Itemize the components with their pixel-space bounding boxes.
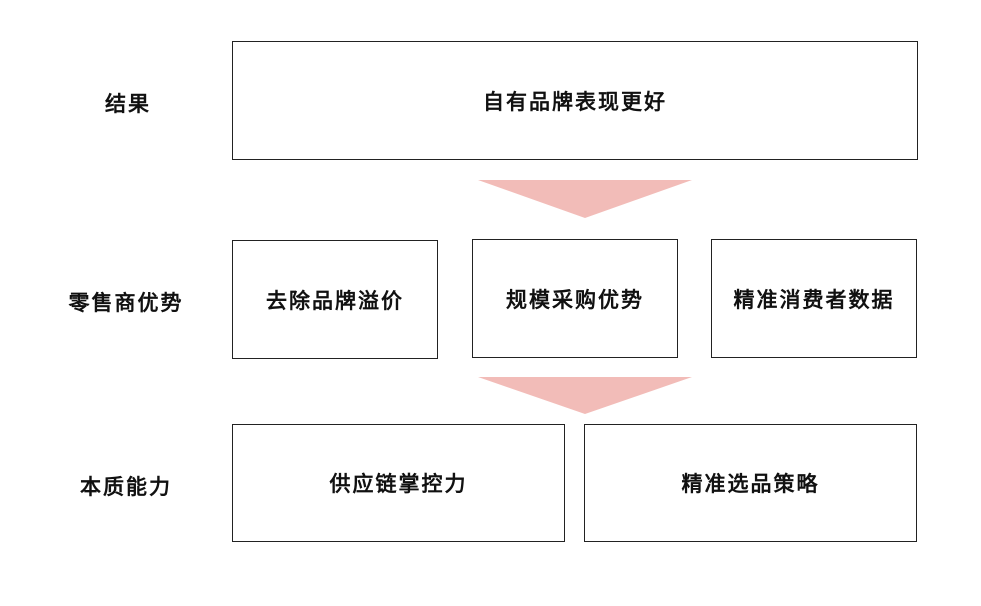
down-arrow-2 [478,377,692,414]
down-arrow-1 [478,180,692,218]
result-box: 自有品牌表现更好 [232,41,918,160]
box-scale-purchasing-text: 规模采购优势 [506,286,644,312]
row-label-core-capability: 本质能力 [80,474,172,499]
box-remove-brand-premium: 去除品牌溢价 [232,240,438,359]
box-consumer-data: 精准消费者数据 [711,239,917,358]
box-supply-chain-control: 供应链掌控力 [232,424,565,542]
box-scale-purchasing: 规模采购优势 [472,239,678,358]
box-consumer-data-text: 精准消费者数据 [733,286,895,312]
result-box-text: 自有品牌表现更好 [483,88,667,114]
row-label-result: 结果 [105,91,151,116]
box-supply-chain-control-text: 供应链掌控力 [329,471,468,496]
box-remove-brand-premium-text: 去除品牌溢价 [266,287,404,313]
box-product-selection: 精准选品策略 [584,424,917,542]
down-arrow-2-shape [478,377,692,414]
row-label-retailer-advantage: 零售商优势 [68,290,184,315]
down-arrow-1-shape [478,180,692,218]
box-product-selection-text: 精准选品策略 [681,471,820,496]
